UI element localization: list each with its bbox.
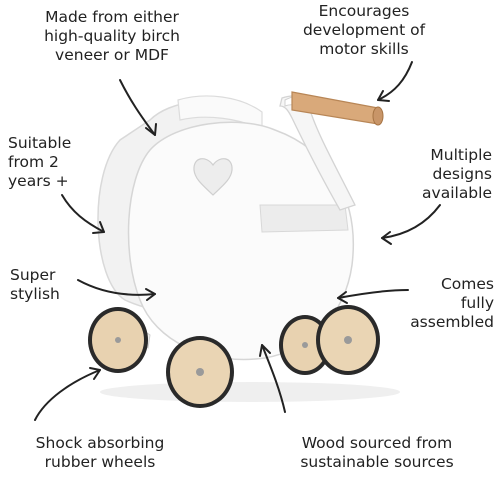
wheel-front-left [166, 336, 234, 408]
arrow-age [61, 194, 105, 234]
callout-wood: Wood sourced from sustainable sources [274, 434, 480, 472]
arrow-wheels [34, 367, 101, 421]
callout-material-line-2: high-quality birch [44, 27, 180, 45]
callout-assembled-line-1: Comes [440, 275, 494, 293]
callout-motor-line-1: Encourages [318, 2, 410, 20]
callout-wood-line-1: Wood sourced from [301, 434, 453, 452]
callout-material: Made from either high-quality birch vene… [18, 8, 206, 65]
heart-cutout [193, 158, 233, 196]
callout-motor-line-3: motor skills [319, 40, 409, 58]
arrow-motor [377, 61, 413, 102]
callout-wheels: Shock absorbing rubber wheels [12, 434, 188, 472]
callout-motor: Encourages development of motor skills [286, 2, 442, 59]
callout-age: Suitable from 2 years + [8, 134, 98, 191]
wheel-back-left [88, 307, 148, 373]
arrow-assembled [337, 289, 409, 304]
callout-wheels-line-1: Shock absorbing [35, 434, 165, 452]
callout-stylish-line-2: stylish [10, 285, 60, 303]
callout-material-line-1: Made from either [45, 8, 179, 26]
callout-designs-line-1: Multiple [430, 146, 492, 164]
arrow-designs [381, 204, 441, 245]
callout-assembled-line-2: fully [460, 294, 494, 312]
callout-designs-line-2: designs [432, 165, 493, 183]
callout-material-line-3: veneer or MDF [55, 46, 169, 64]
callout-age-line-1: Suitable [8, 134, 72, 152]
arrow-wood [259, 344, 286, 413]
callout-age-line-2: from 2 [8, 153, 59, 171]
callout-stylish-line-1: Super [10, 266, 56, 284]
callout-assembled: Comes fully assembled [388, 275, 494, 332]
wheel-front-right [316, 305, 380, 375]
callout-designs: Multiple designs available [392, 146, 492, 203]
callout-motor-line-2: development of [302, 21, 426, 39]
pram-ground-shadow [100, 382, 400, 402]
callout-age-line-3: years + [8, 172, 69, 190]
callout-designs-line-3: available [422, 184, 492, 202]
callout-wheels-line-2: rubber wheels [44, 453, 156, 471]
callout-assembled-line-3: assembled [410, 313, 494, 331]
callout-stylish: Super stylish [10, 266, 90, 304]
pram-body-panel [127, 121, 354, 361]
arrow-stylish [77, 279, 156, 301]
arrow-material [119, 79, 157, 136]
callout-wood-line-2: sustainable sources [300, 453, 454, 471]
wooden-handle-bar [291, 91, 384, 126]
